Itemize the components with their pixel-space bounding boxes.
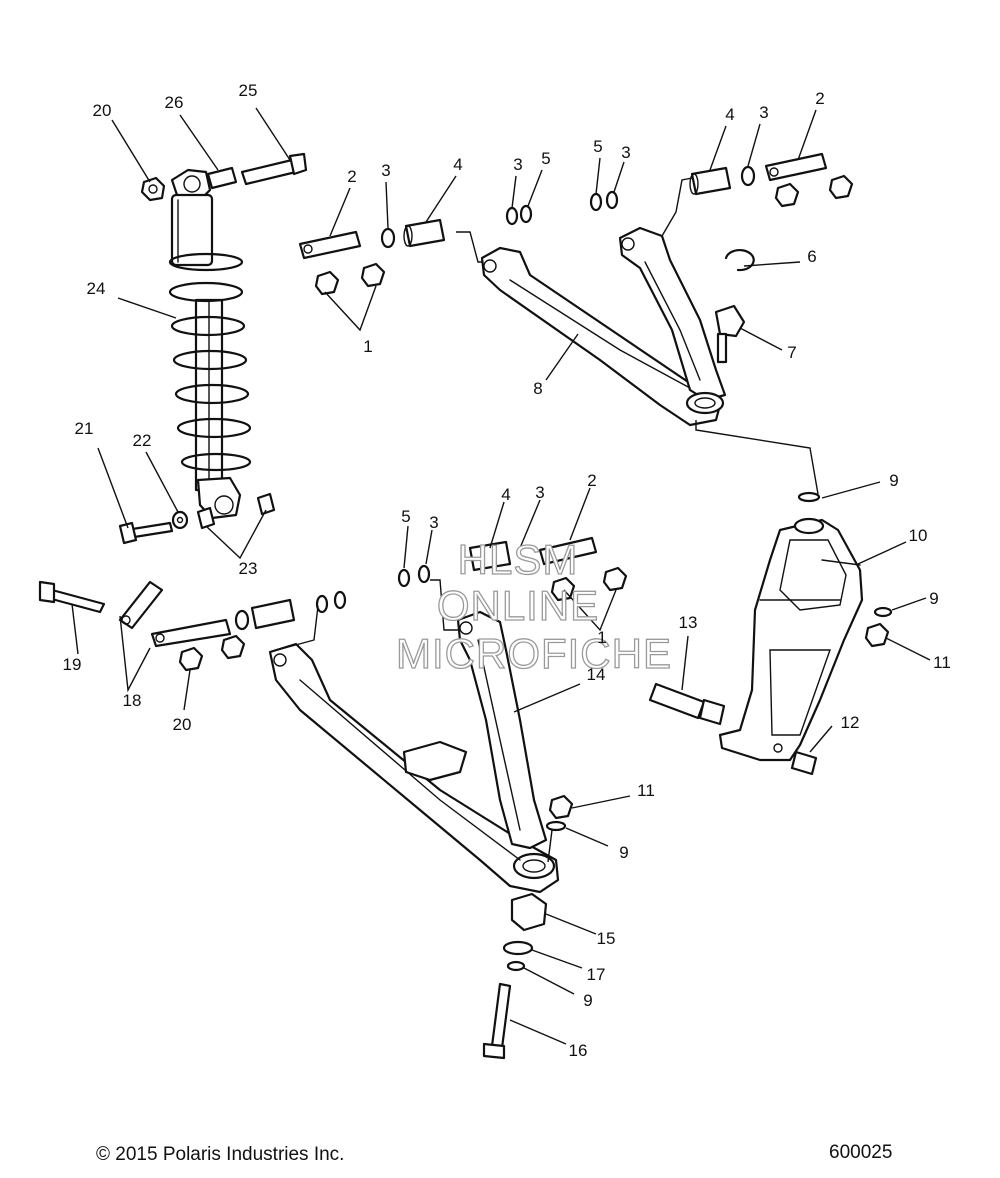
callout-5-lower: 5 xyxy=(401,507,410,526)
callout-20-lower: 20 xyxy=(173,715,192,734)
callout-4-upper-right: 4 xyxy=(725,105,734,124)
lower-right-washers xyxy=(397,564,431,588)
upper-right-washer xyxy=(740,165,756,187)
callout-3-lower: 3 xyxy=(535,483,544,502)
callout-21: 21 xyxy=(75,419,94,438)
lower-washer-bottom xyxy=(506,960,526,972)
callout-5-upper-center-a: 5 xyxy=(541,149,550,168)
shock-washer-lower xyxy=(171,510,189,530)
upper-right-pivot-bolt xyxy=(764,152,828,182)
callout-3-upper-center-b: 3 xyxy=(621,143,630,162)
callout-9-bottom: 9 xyxy=(583,991,592,1010)
lower-a-arm xyxy=(268,610,560,894)
callout-3-lower-left: 3 xyxy=(429,513,438,532)
callout-17: 17 xyxy=(587,965,606,984)
watermark-line-3: MICROFICHE xyxy=(396,630,672,677)
spindle-bushing xyxy=(790,750,818,776)
callout-10: 10 xyxy=(909,526,928,545)
upper-left-bushing xyxy=(403,218,446,248)
callout-20-top: 20 xyxy=(93,101,112,120)
callout-23: 23 xyxy=(239,559,258,578)
callout-16: 16 xyxy=(569,1041,588,1060)
ball-joint-upper xyxy=(714,304,746,364)
spindle-washer-right xyxy=(873,606,893,618)
shock-bolt-lower xyxy=(118,521,174,545)
coil-spring xyxy=(168,252,252,472)
callout-5-upper-center-b: 5 xyxy=(593,137,602,156)
upper-a-arm xyxy=(480,226,727,427)
lower-right-pivot-bolt xyxy=(538,536,598,566)
callout-12: 12 xyxy=(841,713,860,732)
shock-bushing-top xyxy=(206,166,238,190)
callout-4-upper-left: 4 xyxy=(453,155,462,174)
shock-nut-top xyxy=(140,176,166,202)
upper-right-nuts xyxy=(774,174,854,208)
spindle xyxy=(718,517,864,762)
callout-labels: 20 26 25 2 3 4 3 5 5 3 4 3 2 6 7 1 24 8 … xyxy=(63,81,951,1060)
lower-ball-joint xyxy=(510,892,548,932)
leader-lines xyxy=(71,107,931,1045)
lower-retaining-ring xyxy=(502,940,534,956)
upper-left-pivot-bolt xyxy=(298,230,362,260)
lower-left-pivot-bolts xyxy=(118,580,232,648)
shock-bushing-lower xyxy=(196,492,276,530)
callout-2-lower: 2 xyxy=(587,471,596,490)
lower-right-bushing xyxy=(468,540,512,572)
callout-19: 19 xyxy=(63,655,82,674)
callout-15: 15 xyxy=(597,929,616,948)
lower-bolt xyxy=(482,982,512,1060)
callout-22: 22 xyxy=(133,431,152,450)
callout-13: 13 xyxy=(679,613,698,632)
watermark: HLSM ONLINE MICROFICHE xyxy=(395,535,672,677)
callout-7: 7 xyxy=(787,343,796,362)
lower-washer xyxy=(545,820,567,832)
callout-1-upper: 1 xyxy=(363,337,372,356)
lower-nut xyxy=(548,794,574,820)
callout-9-lower: 9 xyxy=(619,843,628,862)
callout-2-upper-right: 2 xyxy=(815,89,824,108)
callout-2-upper-left: 2 xyxy=(347,167,356,186)
upper-left-nuts xyxy=(314,262,386,296)
diagram-id: 600025 xyxy=(829,1142,893,1163)
shock-absorber xyxy=(168,168,252,520)
watermark-line-1: HLSM xyxy=(458,536,579,583)
callout-3-upper-right: 3 xyxy=(759,103,768,122)
upper-left-washer xyxy=(380,227,396,249)
callout-11-lower: 11 xyxy=(637,781,655,800)
callout-25: 25 xyxy=(239,81,258,100)
retaining-ring-upper xyxy=(724,248,755,272)
callout-9-spindle-top: 9 xyxy=(889,471,898,490)
shock-bolt-top xyxy=(240,152,308,186)
callout-9-spindle-right: 9 xyxy=(929,589,938,608)
spindle-washer-top xyxy=(797,491,821,503)
watermark-line-2: ONLINE xyxy=(437,582,599,629)
copyright-text: © 2015 Polaris Industries Inc. xyxy=(96,1144,345,1165)
lower-left-washers-bushing xyxy=(234,590,347,631)
callout-3-upper-left: 3 xyxy=(381,161,390,180)
callout-6: 6 xyxy=(807,247,816,266)
callout-4-lower: 4 xyxy=(501,485,510,504)
callout-11-spindle: 11 xyxy=(933,653,951,672)
lower-left-nuts xyxy=(178,634,246,672)
callout-26: 26 xyxy=(165,93,184,112)
upper-center-washers xyxy=(505,190,619,226)
spindle-nut-right xyxy=(864,622,890,648)
lower-left-long-bolt xyxy=(38,580,106,614)
lower-right-nuts xyxy=(550,566,628,602)
upper-right-bushing xyxy=(689,166,732,196)
callout-24: 24 xyxy=(87,279,106,298)
callout-3-upper-center-a: 3 xyxy=(513,155,522,174)
callout-1-lower: 1 xyxy=(597,628,606,647)
kingpin-sleeve xyxy=(648,682,726,726)
callout-8: 8 xyxy=(533,379,542,398)
callout-14: 14 xyxy=(587,665,606,684)
callout-18: 18 xyxy=(123,691,142,710)
